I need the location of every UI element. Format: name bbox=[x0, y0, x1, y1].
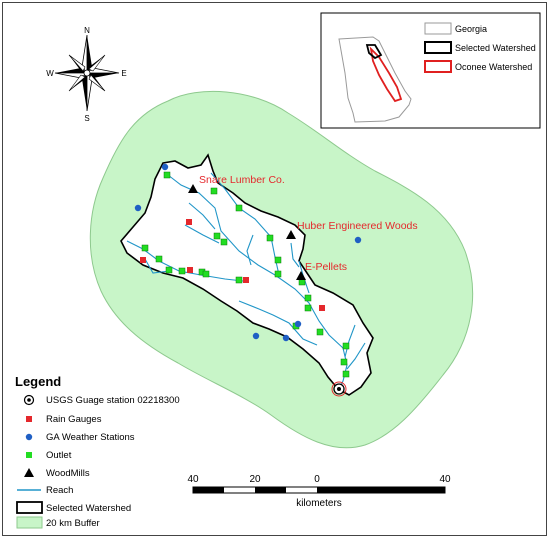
outlet-point bbox=[340, 358, 348, 366]
outlet-point bbox=[220, 238, 228, 246]
weather-stations bbox=[134, 163, 362, 342]
scale-tick-zero: 0 bbox=[314, 474, 320, 485]
label-huber-woods: Huber Engineered Woods bbox=[297, 220, 418, 232]
legend-symbols bbox=[16, 394, 43, 529]
legend-label-buffer: 20 km Buffer bbox=[46, 518, 100, 529]
label-e-pellets: E-Pellets bbox=[305, 261, 347, 273]
outlet-point bbox=[141, 244, 149, 252]
legend-label-usgs: USGS Guage station 02218300 bbox=[46, 395, 180, 406]
reach-north2 bbox=[188, 202, 216, 230]
weather-station-point bbox=[161, 163, 169, 171]
outlet-point bbox=[178, 267, 186, 275]
woodmill-point bbox=[296, 271, 306, 280]
outlet-point bbox=[274, 256, 282, 264]
rain-gauge-icon bbox=[26, 416, 32, 422]
outlet-point bbox=[155, 255, 163, 263]
usgs-station-icon bbox=[23, 394, 35, 406]
outlet-point bbox=[342, 342, 350, 350]
reach-mid bbox=[184, 224, 220, 244]
legend-label-weather: GA Weather Stations bbox=[46, 432, 135, 443]
inset-label-georgia: Georgia bbox=[455, 24, 487, 34]
outlet-point bbox=[342, 370, 350, 378]
georgia-outline bbox=[338, 36, 412, 123]
usgs-station bbox=[331, 381, 347, 397]
outlet-point bbox=[213, 232, 221, 240]
compass-e: E bbox=[121, 69, 126, 78]
weather-station-point bbox=[252, 332, 260, 340]
scale-tick-left: 40 bbox=[187, 474, 199, 485]
reach-trib3 bbox=[290, 242, 300, 268]
reach-trib bbox=[144, 258, 170, 274]
compass-n: N bbox=[84, 26, 90, 35]
outlet-point bbox=[274, 270, 282, 278]
reach-se2 bbox=[346, 342, 366, 370]
weather-station-point bbox=[134, 204, 142, 212]
scale-tick-mid: 20 bbox=[249, 474, 261, 485]
compass-s: S bbox=[84, 114, 89, 123]
woodmills bbox=[188, 184, 306, 280]
weather-station-point bbox=[354, 236, 362, 244]
legend-label-watershed: Selected Watershed bbox=[46, 503, 131, 514]
selected-watershed-outline bbox=[365, 44, 383, 60]
reach-se bbox=[344, 324, 356, 358]
inset-map: Georgia Selected Watershed Oconee Waters… bbox=[320, 12, 541, 129]
rain-gauge-point bbox=[243, 277, 249, 283]
legend-title: Legend bbox=[15, 374, 61, 389]
map-canvas: Snare Lumber Co. Huber Engineered Woods … bbox=[15, 12, 541, 529]
weather-station-point bbox=[294, 320, 302, 328]
compass-rose: N S E W bbox=[46, 26, 126, 123]
reach-trib2 bbox=[246, 234, 254, 266]
outlet-point bbox=[163, 171, 171, 179]
rain-gauge-point bbox=[186, 219, 192, 225]
legend-label-reach: Reach bbox=[46, 485, 73, 496]
outlet-point bbox=[202, 270, 210, 278]
weather-station-point bbox=[282, 334, 290, 342]
scale-unit: kilometers bbox=[296, 498, 342, 509]
compass-w: W bbox=[46, 69, 54, 78]
reach-south bbox=[238, 300, 318, 346]
outlet-point bbox=[316, 328, 324, 336]
rain-gauges bbox=[140, 219, 325, 311]
weather-station-icon bbox=[25, 433, 33, 441]
watershed-box-icon bbox=[16, 501, 43, 514]
rain-gauge-point bbox=[140, 257, 146, 263]
woodmill-icon bbox=[24, 468, 34, 477]
inset-label-selected: Selected Watershed bbox=[455, 43, 536, 53]
outlet-point bbox=[165, 266, 173, 274]
buffer-box-icon bbox=[16, 516, 43, 529]
outlet-point bbox=[266, 234, 274, 242]
outlet-point bbox=[304, 294, 312, 302]
inset-label-oconee: Oconee Watershed bbox=[455, 62, 532, 72]
oconee-watershed-outline bbox=[369, 46, 403, 103]
outlet-icon bbox=[26, 452, 32, 458]
legend-label-woodmills: WoodMills bbox=[46, 468, 90, 479]
woodmill-point bbox=[188, 184, 198, 193]
legend-label-rain: Rain Gauges bbox=[46, 414, 102, 425]
rain-gauge-point bbox=[187, 267, 193, 273]
label-snare-lumber: Snare Lumber Co. bbox=[199, 174, 285, 186]
rain-gauge-point bbox=[319, 305, 325, 311]
outlet-point bbox=[210, 187, 218, 195]
outlet-point bbox=[304, 304, 312, 312]
outlet-point bbox=[235, 276, 243, 284]
legend-label-outlet: Outlet bbox=[46, 450, 72, 461]
scale-bar: 40 20 0 40 kilometers bbox=[187, 474, 451, 509]
woodmill-point bbox=[286, 230, 296, 239]
scale-tick-right: 40 bbox=[439, 474, 451, 485]
outlet-point bbox=[235, 204, 243, 212]
